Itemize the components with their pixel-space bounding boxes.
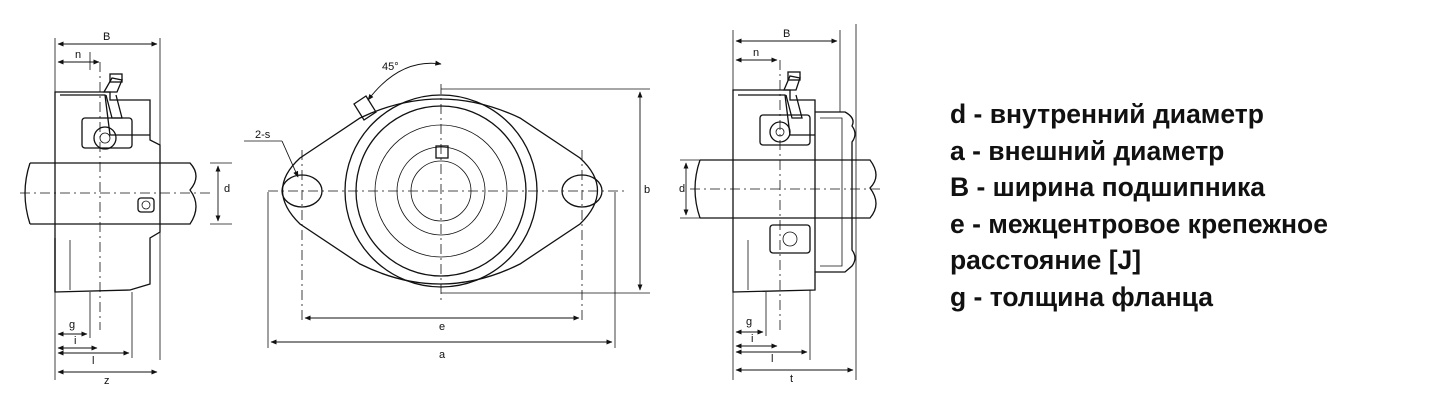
dim-label-2s: 2-s — [255, 129, 271, 141]
front-view: 45° 2-s e a b — [244, 60, 650, 361]
dim-label-g-right: g — [746, 316, 752, 328]
side-view-right: B n d g i l t — [679, 24, 880, 385]
dim-label-t: t — [790, 373, 793, 385]
dim-label-i: i — [74, 335, 76, 347]
dim-label-l: l — [92, 355, 94, 367]
dim-label-B-right: B — [783, 28, 790, 40]
dim-label-45deg: 45° — [382, 61, 399, 73]
dim-label-n: n — [75, 49, 81, 61]
dim-label-b: b — [644, 184, 650, 196]
dim-label-a: a — [439, 349, 446, 361]
dim-label-l-right: l — [771, 353, 773, 365]
dim-label-i-right: i — [751, 333, 753, 345]
dim-label-B: B — [103, 31, 110, 43]
legend-line-e-cont: расстояние [J] — [950, 245, 1142, 275]
dim-label-e: e — [439, 321, 445, 333]
side-view-left: B n d g i l z — [20, 31, 232, 387]
dim-label-n-right: n — [753, 47, 759, 59]
dim-label-g: g — [69, 319, 75, 331]
legend-line-e: e - межцентровое крепежное — [950, 208, 1328, 239]
legend-line-d: d - внутренний диаметр — [950, 99, 1264, 129]
legend: d - внутренний диаметр a - внешний диаме… — [950, 96, 1420, 315]
legend-line-a: a - внешний диаметр — [950, 135, 1225, 166]
dim-label-d-right: d — [679, 183, 685, 195]
dim-label-z: z — [104, 375, 110, 387]
legend-line-g: g - толщина фланца — [950, 281, 1213, 312]
dim-label-d: d — [224, 183, 230, 195]
legend-line-B: B - ширина подшипника — [950, 172, 1265, 202]
